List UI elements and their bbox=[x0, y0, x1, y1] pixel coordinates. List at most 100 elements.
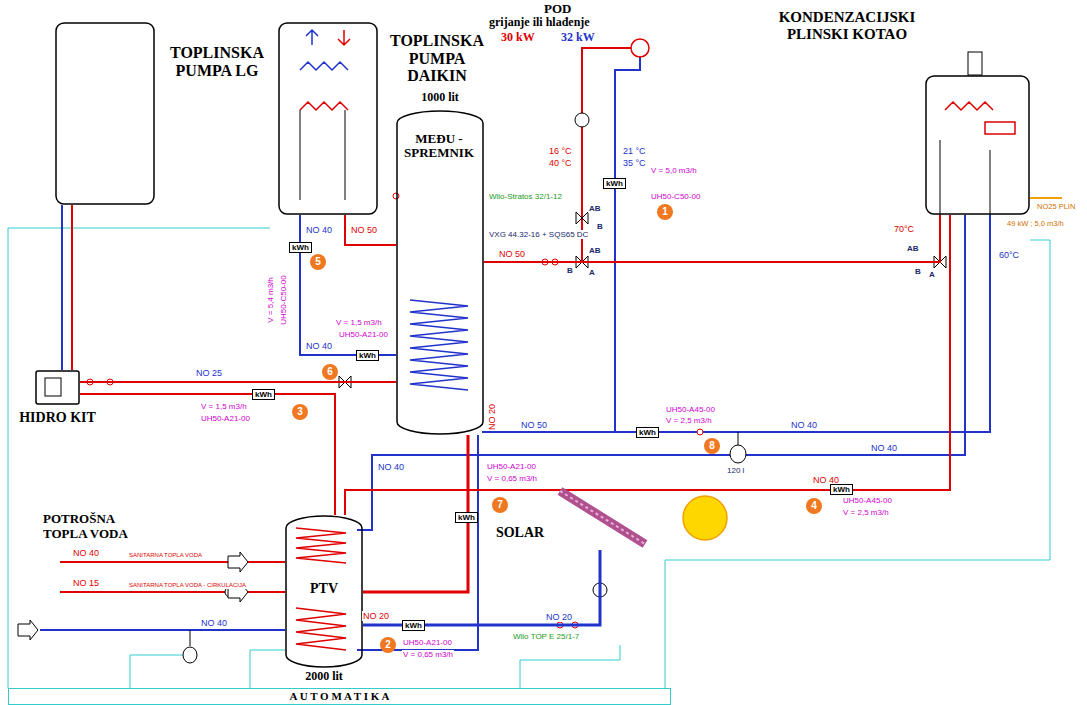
boiler-internals bbox=[968, 52, 982, 75]
pump-label: Wilo-Stratos 32/1-12 bbox=[488, 192, 563, 201]
pipe-label: 21 °C bbox=[622, 146, 647, 156]
heat-pump-internals bbox=[300, 62, 348, 70]
gas-pipe bbox=[1030, 197, 1062, 199]
box-outline bbox=[56, 23, 154, 204]
pipe-label: 70°C bbox=[893, 224, 915, 234]
node-outline bbox=[278, 22, 378, 215]
expansion-vessel bbox=[190, 630, 191, 646]
meter-spec: UH50-A45-00 bbox=[665, 405, 716, 414]
node-heading: SOLAR bbox=[489, 525, 551, 540]
heat-meter: kWh bbox=[603, 178, 626, 189]
pipe-label: NO 50 bbox=[350, 225, 378, 235]
meter-spec: V = 1,5 m3/h bbox=[335, 318, 383, 327]
expansion-vessel bbox=[183, 432, 746, 663]
solar-collector: SOLAR bbox=[555, 485, 650, 550]
callout-number: 4 bbox=[806, 498, 822, 514]
return-pipe bbox=[357, 435, 478, 650]
meter-spec: UH50-A21-00 bbox=[402, 638, 453, 647]
node-heading: 1000 lit bbox=[396, 91, 484, 104]
node-heading: 2000 lit bbox=[285, 670, 363, 683]
boiler-internals bbox=[940, 140, 990, 215]
pipe-label: NO 40 bbox=[72, 548, 100, 558]
node-heading: KONDENZACIJSKI PLINSKI KOTAO bbox=[773, 9, 921, 42]
gas-boiler: KONDENZACIJSKI PLINSKI KOTAO bbox=[925, 75, 1030, 215]
pipe-label: NO 50 bbox=[520, 420, 548, 430]
pipe-note: SANITARNA TOPLA VODA - CIRKULACIJA bbox=[128, 582, 247, 589]
collector-panel bbox=[560, 491, 645, 544]
meter-spec: V = 0,65 m3/h bbox=[486, 474, 538, 483]
heading-label: POTROŠNA TOPLA VODA bbox=[42, 512, 136, 542]
meter-spec: UH50-C50-00 bbox=[279, 274, 288, 325]
callout-number: 3 bbox=[292, 404, 308, 420]
heat-meter: kWh bbox=[636, 427, 659, 438]
heat-meter: kWh bbox=[252, 389, 275, 400]
control-wire bbox=[250, 650, 285, 688]
heat-meter: kWh bbox=[455, 512, 478, 523]
control-wire bbox=[665, 240, 1050, 688]
meter-spec: UH50-A21-00 bbox=[338, 330, 389, 339]
flow-arrow bbox=[18, 620, 38, 640]
pump-symbol bbox=[575, 113, 589, 127]
pipe-connector bbox=[345, 215, 396, 245]
heat-meter: kWh bbox=[289, 242, 312, 253]
boiler-internals bbox=[985, 122, 1015, 134]
heat-meter: kWh bbox=[830, 484, 853, 495]
pipe-connector bbox=[80, 394, 335, 515]
tank-outline bbox=[286, 516, 362, 667]
pipe-label: NO 40 bbox=[200, 618, 228, 628]
heat-pump-unit: TOPLINSKA PUMPA DAIKIN bbox=[278, 22, 378, 215]
pipe-label: NO 50 bbox=[498, 249, 526, 259]
flow-arrow bbox=[18, 552, 248, 640]
gas-label: 49 kW ; 5,0 m3/h bbox=[1006, 220, 1065, 229]
heading-label: grijanje ili hlađenje bbox=[488, 16, 591, 30]
floor-loop-symbol bbox=[631, 39, 649, 57]
node-heading: HIDRO KIT bbox=[15, 410, 100, 425]
pipe-connector bbox=[71, 205, 73, 370]
heading-label: POD bbox=[543, 2, 572, 17]
valve-port: AB bbox=[906, 244, 920, 253]
valve-port: A bbox=[928, 270, 936, 279]
heat-meter: kWh bbox=[402, 620, 425, 631]
callout-number: 1 bbox=[657, 204, 673, 220]
hydro-kit: HIDRO KIT bbox=[35, 370, 80, 405]
power-label: 30 kW bbox=[500, 31, 536, 45]
callout-number: 8 bbox=[704, 438, 720, 454]
flow-arrow bbox=[228, 552, 248, 572]
heat-exchanger-coil bbox=[296, 528, 346, 563]
heat-exchanger-coil bbox=[410, 300, 468, 390]
heat-pump-internals bbox=[300, 110, 345, 200]
node-title: A U T O M A T I K A bbox=[8, 690, 671, 702]
node-outline bbox=[35, 370, 80, 405]
pump-symbol bbox=[225, 113, 607, 597]
heat-exchanger-coil bbox=[296, 608, 346, 650]
return-pipe bbox=[40, 57, 990, 650]
sensor-dot bbox=[393, 193, 399, 199]
control-band: A U T O M A T I K A bbox=[8, 688, 671, 705]
heat-pump-unit: TOPLINSKA PUMPA LG bbox=[55, 22, 155, 205]
power-label: 32 kW bbox=[560, 31, 596, 45]
meter-spec: V = 5,0 m3/h bbox=[650, 166, 698, 175]
pipe-label: 35 °C bbox=[622, 158, 647, 168]
band-outline bbox=[9, 689, 671, 705]
node-heading: TOPLINSKA PUMPA DAIKIN bbox=[385, 32, 489, 85]
dhw-tank: PTV2000 lit bbox=[285, 515, 363, 668]
valve-port: B bbox=[596, 222, 604, 231]
return-pipe bbox=[61, 205, 63, 370]
tank-outline bbox=[397, 111, 483, 434]
floor-loop-symbol bbox=[631, 39, 649, 57]
control-wire bbox=[130, 655, 190, 688]
valve-port: B bbox=[914, 267, 922, 276]
meter-spec: UH50-A21-00 bbox=[486, 462, 537, 471]
meter-spec: UH50-C50-00 bbox=[650, 192, 701, 201]
sun-symbol bbox=[683, 496, 727, 540]
pipe-label: NO 25 bbox=[195, 368, 223, 378]
node-outline bbox=[55, 22, 155, 205]
return-pipe bbox=[40, 629, 285, 631]
sun-symbol bbox=[683, 496, 727, 540]
valve-port: AB bbox=[588, 204, 602, 213]
meter-spec: UH50-A45-00 bbox=[842, 496, 893, 505]
pump-label: Wilo TOP E 25/1-7 bbox=[512, 632, 580, 641]
sensor-dot bbox=[87, 193, 703, 628]
pipe-note: SANITARNA TOPLA VODA bbox=[128, 552, 203, 559]
